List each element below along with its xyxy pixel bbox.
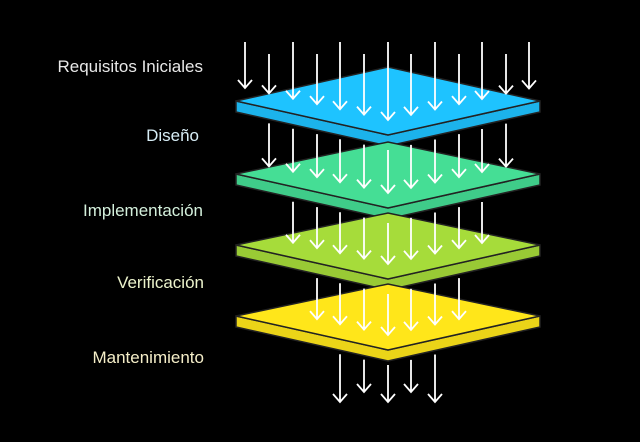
arrow-band-0 xyxy=(380,42,396,122)
arrow-band-0 xyxy=(237,42,253,90)
arrow-band-1 xyxy=(261,123,277,168)
stage-label-mantenimiento: Mantenimiento xyxy=(92,348,204,367)
arrow-band-0 xyxy=(403,54,419,117)
arrow-band-0 xyxy=(332,42,348,111)
arrow-band-3 xyxy=(356,288,372,331)
arrow-band-1 xyxy=(498,123,514,168)
arrow-band-0 xyxy=(309,54,325,106)
stage-label-implementacion: Implementación xyxy=(82,201,203,220)
arrow-band-1 xyxy=(427,139,443,184)
arrow-band-0 xyxy=(521,42,537,90)
arrow-band-1 xyxy=(285,128,301,174)
arrow-band-2 xyxy=(356,217,372,260)
arrow-band-2 xyxy=(451,207,467,250)
arrow-band-4 xyxy=(403,359,419,394)
arrow-band-1 xyxy=(403,144,419,190)
arrow-band-1 xyxy=(451,134,467,179)
arrow-band-4 xyxy=(427,354,443,404)
arrow-band-3 xyxy=(451,278,467,321)
stage-label-diseno: Diseño xyxy=(146,126,199,145)
arrow-band-4 xyxy=(356,359,372,394)
arrow-band-1 xyxy=(309,134,325,179)
arrow-band-2 xyxy=(403,217,419,261)
arrow-band-2 xyxy=(474,201,490,245)
arrow-band-0 xyxy=(427,42,443,111)
arrow-band-0 xyxy=(261,54,277,95)
arrow-band-2 xyxy=(427,212,443,255)
arrow-band-3 xyxy=(332,283,348,326)
arrow-band-0 xyxy=(451,54,467,106)
arrow-band-2 xyxy=(380,223,396,266)
arrow-band-3 xyxy=(427,283,443,326)
stage-label-verificacion: Verificación xyxy=(117,273,204,292)
arrow-band-1 xyxy=(474,128,490,174)
arrow-band-3 xyxy=(309,278,325,321)
arrow-band-2 xyxy=(309,207,325,250)
arrow-band-0 xyxy=(356,54,372,116)
arrow-band-3 xyxy=(403,288,419,332)
arrow-band-3 xyxy=(380,294,396,337)
arrow-band-1 xyxy=(332,139,348,184)
stage-label-requisitos: Requisitos Iniciales xyxy=(57,57,203,76)
arrow-band-0 xyxy=(498,54,514,95)
arrow-band-4 xyxy=(380,365,396,404)
arrow-band-2 xyxy=(285,201,301,245)
arrow-band-1 xyxy=(380,150,396,195)
arrow-band-0 xyxy=(474,42,490,101)
arrow-band-0 xyxy=(285,42,301,101)
arrow-band-2 xyxy=(332,212,348,255)
arrow-band-4 xyxy=(332,354,348,404)
arrow-band-1 xyxy=(356,144,372,189)
